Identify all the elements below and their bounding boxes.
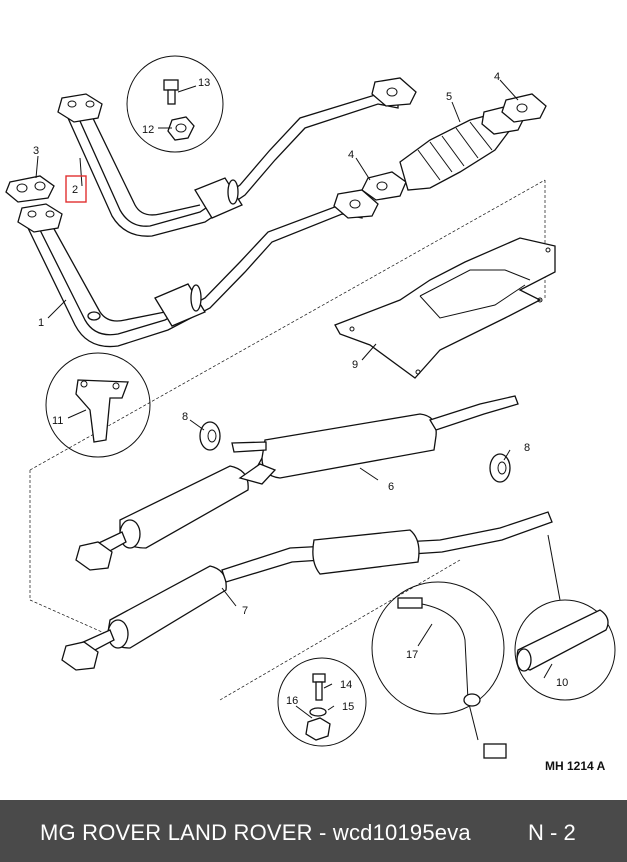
- callout-16: 16: [286, 695, 298, 707]
- callout-13: 13: [198, 77, 210, 89]
- callout-10: 10: [556, 677, 568, 689]
- footer-title: MG ROVER LAND ROVER - wcd10195eva: [40, 820, 471, 845]
- callout-9: 9: [352, 359, 358, 371]
- exhaust-system-diagram: 1 2 3 4 4 5 6 7 8 8 9 10 11 12 13 14 15 …: [5, 55, 616, 773]
- bracket-detail-circle: [45, 352, 151, 458]
- callout-8-right: 8: [524, 442, 530, 454]
- footer-page-number: N - 2: [528, 820, 576, 845]
- mounting-rubber-upper: [199, 421, 221, 451]
- leader-lines: [35, 79, 553, 719]
- callout-6: 6: [388, 481, 394, 493]
- gasket-3: [5, 175, 55, 203]
- callout-3: 3: [33, 145, 39, 157]
- rear-silencer-assembly: [61, 511, 553, 671]
- callout-17: 17: [406, 649, 418, 661]
- callout-5: 5: [446, 91, 452, 103]
- footer-bar: MG ROVER LAND ROVER - wcd10195eva N - 2: [0, 800, 627, 862]
- callout-14: 14: [340, 679, 352, 691]
- callout-2: 2: [72, 184, 78, 196]
- callout-15: 15: [342, 701, 354, 713]
- heat-shield: [334, 237, 556, 379]
- dashed-guide-lines: [29, 179, 546, 701]
- fixings-detail-circle-top: [126, 55, 224, 153]
- drawing-code: MH 1214 A: [545, 759, 606, 773]
- callout-11: 11: [52, 415, 63, 427]
- mounting-rubber-right: [489, 453, 511, 483]
- callout-4-upper: 4: [494, 71, 500, 83]
- callout-1: 1: [38, 317, 44, 329]
- sensor-detail-circle: [371, 581, 507, 759]
- fixings-detail-circle-bottom: [277, 657, 367, 747]
- callout-8-upper: 8: [182, 411, 188, 423]
- front-pipe-upper: [57, 77, 417, 237]
- front-silencer: [75, 463, 277, 571]
- callout-4-lower: 4: [348, 149, 354, 161]
- tailpipe-detail-circle: [514, 534, 616, 701]
- callout-2-highlight-box: [65, 175, 87, 203]
- catalytic-converter: [361, 93, 547, 201]
- callout-12: 12: [142, 124, 154, 136]
- callout-7: 7: [242, 605, 248, 617]
- intermediate-silencer-rear: [231, 395, 519, 481]
